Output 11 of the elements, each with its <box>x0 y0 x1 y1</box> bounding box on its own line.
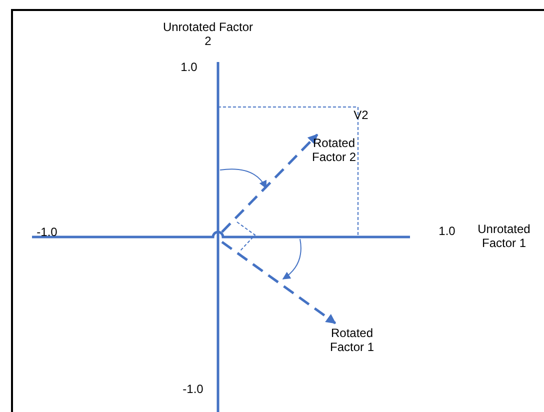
vector-label: Rotated Factor 2 <box>296 136 372 164</box>
tick-label: 1.0 <box>180 60 198 74</box>
vector-arrow <box>221 134 318 233</box>
tick-label: 1.0 <box>438 224 456 238</box>
axis-title: Unrotated Factor 2 <box>162 20 254 48</box>
axis-title: Unrotated Factor 1 <box>476 222 532 250</box>
tick-label: -1.0 <box>36 225 58 239</box>
vector-label: Rotated Factor 1 <box>314 326 390 354</box>
vector-arrow <box>221 240 336 324</box>
point-label: V2 <box>352 108 370 122</box>
tick-label: -1.0 <box>182 382 204 396</box>
